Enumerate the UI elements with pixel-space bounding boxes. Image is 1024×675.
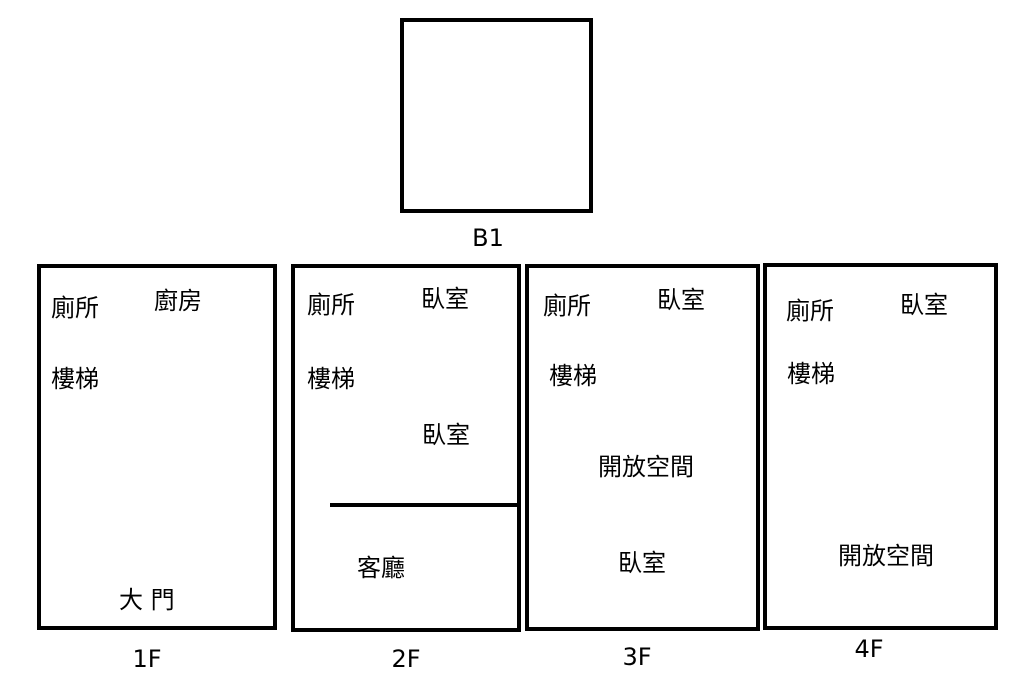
floor-2f-bedroom-middle: 臥室 — [422, 421, 470, 449]
floor-3f-outline — [525, 264, 760, 631]
floor-4f-label: 4F — [854, 635, 884, 663]
floor-1f-stairs: 樓梯 — [51, 365, 99, 393]
floor-b1-outline — [400, 18, 593, 213]
floor-2f-stairs: 樓梯 — [307, 365, 355, 393]
floor-1f-outline — [37, 264, 277, 630]
floor-4f-toilet: 廁所 — [786, 297, 834, 325]
floor-2f-divider-wall — [330, 503, 517, 507]
floor-2f-label: 2F — [391, 645, 421, 673]
floor-3f-toilet: 廁所 — [543, 292, 591, 320]
floor-1f-kitchen: 廚房 — [154, 287, 202, 315]
floor-2f-toilet: 廁所 — [307, 291, 355, 319]
floor-3f-bedroom-top: 臥室 — [657, 286, 705, 314]
floor-2f-living-room: 客廳 — [357, 554, 405, 582]
floor-b1-label: B1 — [472, 224, 504, 252]
floor-2f-outline — [291, 264, 521, 632]
floor-4f-open-space: 開放空間 — [838, 542, 934, 570]
floor-2f-bedroom-top: 臥室 — [421, 285, 469, 313]
floor-1f-main-door: 大 門 — [119, 586, 175, 614]
floor-3f-open-space: 開放空間 — [598, 453, 694, 481]
floor-4f-bedroom: 臥室 — [900, 291, 948, 319]
floor-1f-label: 1F — [132, 645, 162, 673]
floor-3f-stairs: 樓梯 — [549, 362, 597, 390]
floor-4f-outline — [763, 263, 998, 630]
floor-3f-label: 3F — [622, 643, 652, 671]
floor-4f-stairs: 樓梯 — [787, 360, 835, 388]
floor-3f-bedroom-bottom: 臥室 — [618, 549, 666, 577]
floor-1f-toilet: 廁所 — [51, 294, 99, 322]
